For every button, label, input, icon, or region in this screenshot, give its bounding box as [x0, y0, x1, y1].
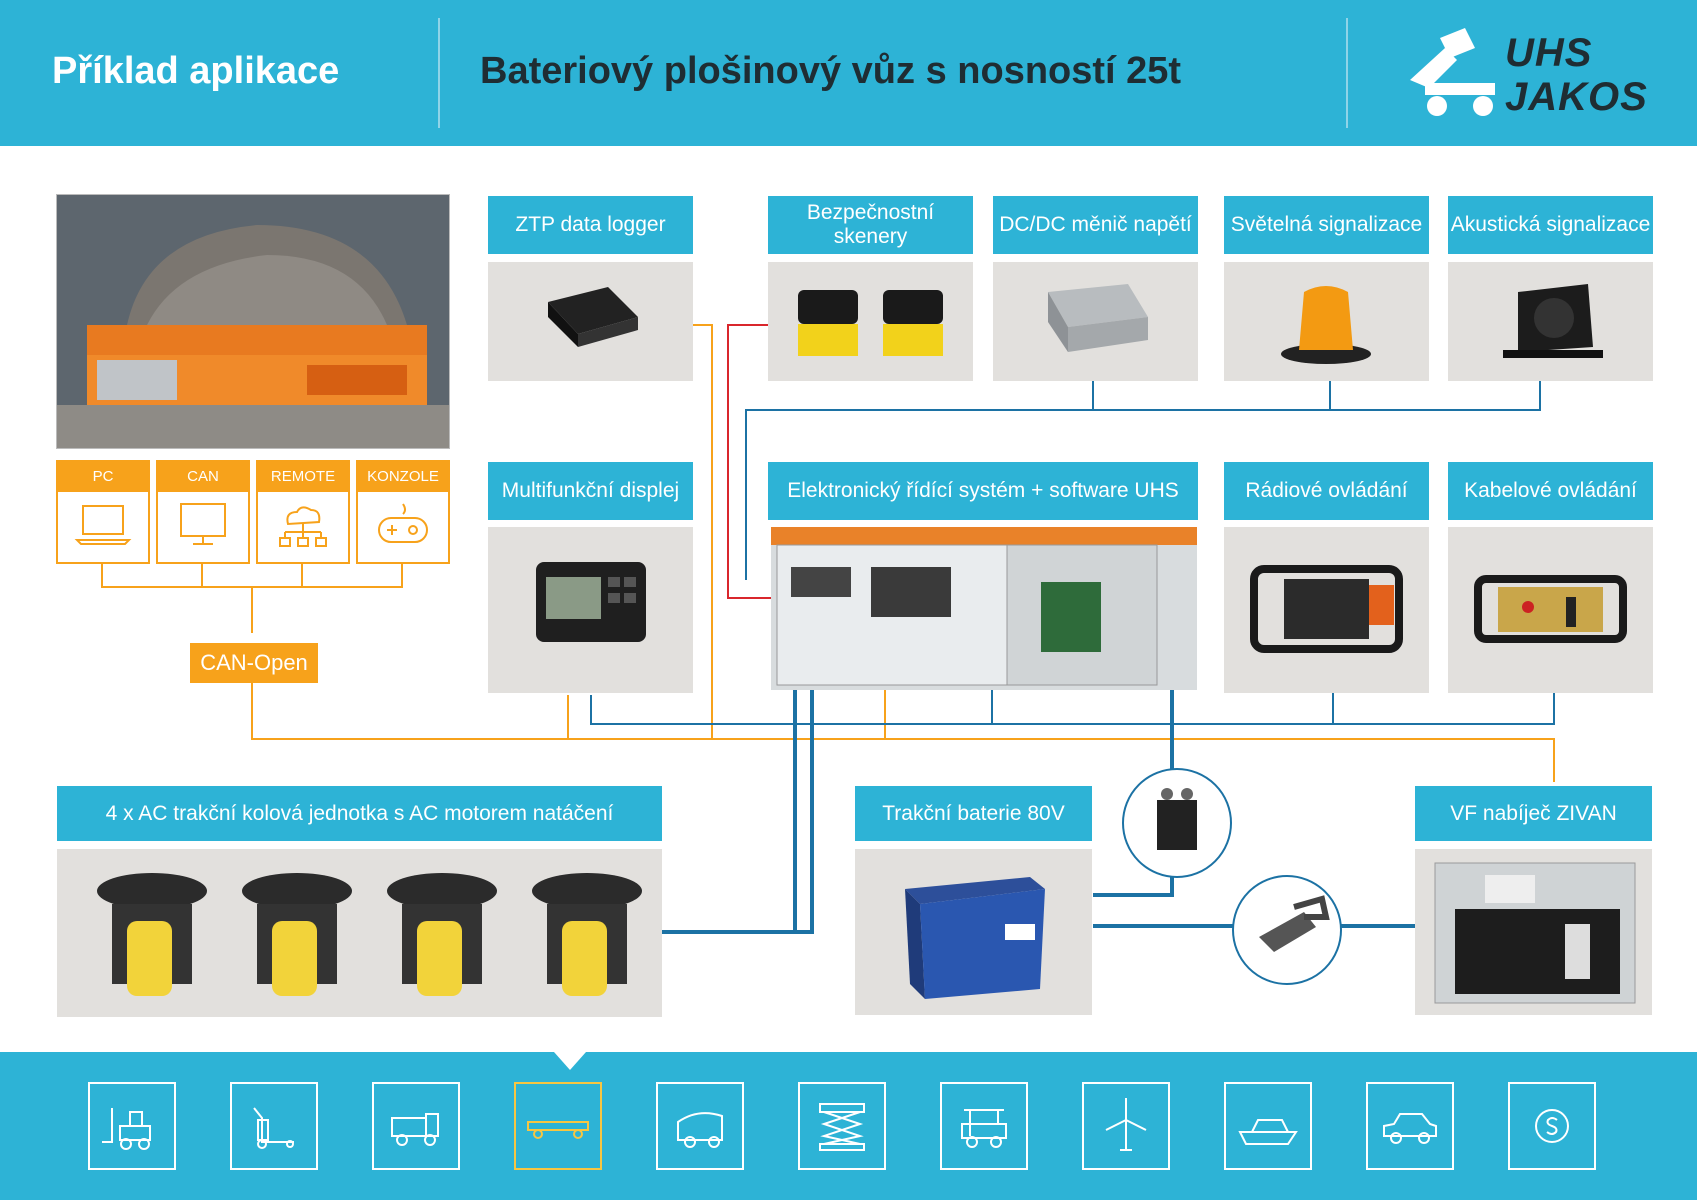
label-traction-battery: Trakční baterie 80V [855, 786, 1092, 841]
scissor-lift-icon [819, 1103, 865, 1151]
footer-forklift-button[interactable] [88, 1082, 176, 1170]
header-divider [1346, 18, 1348, 128]
footer-special-button[interactable] [1508, 1082, 1596, 1170]
interface-label: CAN [158, 462, 248, 492]
golf-cart-icon [961, 1109, 1007, 1148]
footer-scissor-lift-button[interactable] [798, 1082, 886, 1170]
footer-car-button[interactable] [1366, 1082, 1454, 1170]
active-pointer [554, 1052, 586, 1070]
acoustic-signaling-image [1448, 262, 1653, 381]
multifunction-display-image [488, 527, 693, 693]
gamepad-icon [358, 492, 448, 555]
footer-platform-cart-button[interactable] [514, 1082, 602, 1170]
traction-units-image [57, 849, 662, 1017]
monitor-icon [158, 492, 248, 555]
platform-cart-icon [527, 1121, 589, 1139]
interface-konzole: KONZOLE [356, 460, 450, 564]
label-acoustic-signaling: Akustická signalizace [1448, 196, 1653, 254]
contactor-circle [1122, 768, 1232, 878]
label-traction-units: 4 x AC trakční kolová jednotka s AC moto… [57, 786, 662, 841]
label-radio-control: Rádiové ovládání [1224, 462, 1429, 520]
interface-label: REMOTE [258, 462, 348, 492]
special-icon [1535, 1109, 1569, 1143]
footer-wind-turbine-button[interactable] [1082, 1082, 1170, 1170]
interface-label: PC [58, 462, 148, 492]
control-system-image [771, 527, 1197, 690]
connector-circle [1232, 875, 1342, 985]
dcdc-converter-image [993, 262, 1198, 381]
truck-icon [391, 1113, 439, 1146]
label-charger: VF nabíječ ZIVAN [1415, 786, 1652, 841]
label-light-signaling: Světelná signalizace [1224, 196, 1429, 254]
footer-boat-button[interactable] [1224, 1082, 1312, 1170]
section-title: Příklad aplikace [52, 50, 340, 92]
footer [0, 1052, 1697, 1200]
label-safety-scanners: Bezpečnostní skenery [768, 196, 973, 254]
charger-image [1415, 849, 1652, 1015]
uhs-logo-icon [1405, 28, 1505, 118]
boat-icon [1238, 1119, 1298, 1145]
footer-truck-button[interactable] [372, 1082, 460, 1170]
ztp-data-logger-image [488, 262, 693, 381]
footer-golf-cart-button[interactable] [940, 1082, 1028, 1170]
page-title: Bateriový plošinový vůz s nosností 25t [480, 50, 1182, 92]
wind-turbine-icon [1105, 1098, 1147, 1151]
interface-remote: REMOTE [256, 460, 350, 564]
label-control-system: Elektronický řídící systém + software UH… [768, 462, 1198, 520]
label-ztp-data-logger: ZTP data logger [488, 196, 693, 254]
sweeper-icon [677, 1112, 723, 1148]
interface-pc: PC [56, 460, 150, 564]
forklift-icon [102, 1108, 151, 1150]
footer-pallet-truck-button[interactable] [230, 1082, 318, 1170]
pallet-truck-icon [253, 1107, 294, 1149]
interface-label: KONZOLE [358, 462, 448, 492]
can-open-badge: CAN-Open [190, 643, 318, 683]
header [0, 0, 1697, 146]
label-cable-control: Kabelové ovládání [1448, 462, 1653, 520]
footer-sweeper-button[interactable] [656, 1082, 744, 1170]
laptop-icon [58, 492, 148, 555]
cloud-network-icon [258, 492, 348, 555]
logo-text-uhs: UHS [1505, 31, 1593, 75]
label-multifunction-display: Multifunkční displej [488, 462, 693, 520]
cable-control-image [1448, 527, 1653, 693]
radio-control-image [1224, 527, 1429, 693]
logo-text-jakos: JAKOS [1505, 75, 1648, 119]
hero-photo [56, 194, 450, 449]
car-icon [1383, 1113, 1437, 1144]
safety-scanners-image [768, 262, 973, 381]
light-signaling-image [1224, 262, 1429, 381]
label-dcdc-converter: DC/DC měnič napětí [993, 196, 1198, 254]
traction-battery-image [855, 849, 1092, 1015]
interface-can: CAN [156, 460, 250, 564]
header-divider [438, 18, 440, 128]
